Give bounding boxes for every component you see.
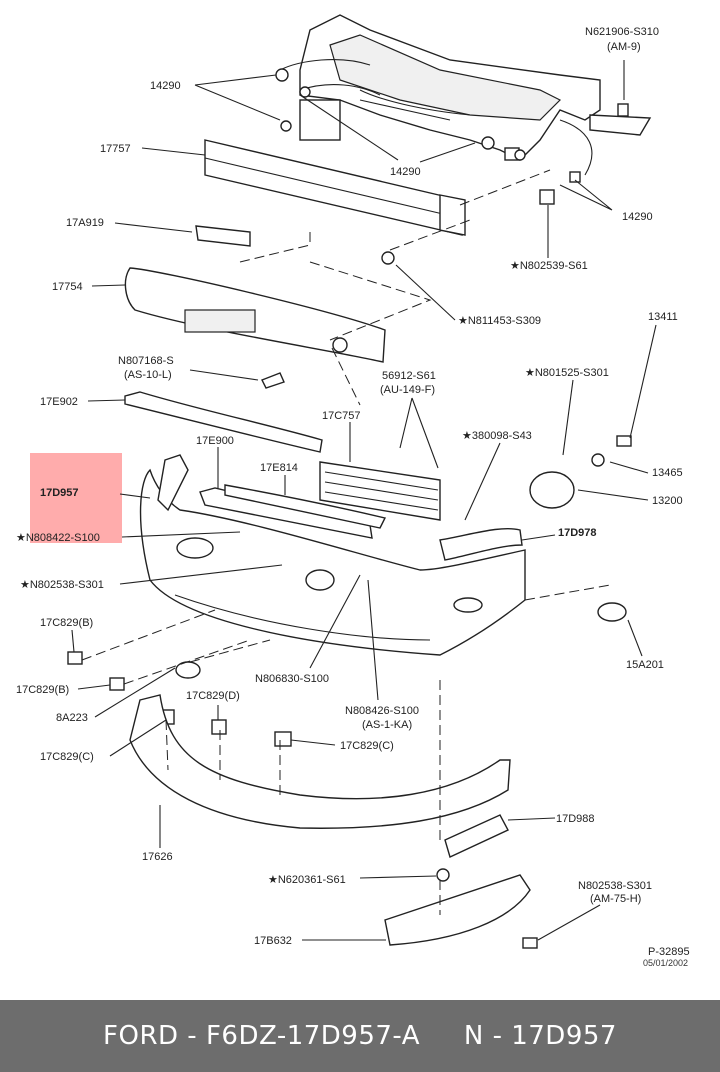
label-17757: 17757 (100, 143, 131, 155)
label-17e900: 17E900 (196, 435, 234, 447)
label-13200: 13200 (652, 495, 683, 507)
emblem-8a223 (175, 661, 201, 679)
bumper-cover (139, 454, 526, 656)
leader-lines (71, 60, 657, 941)
energy-absorber (124, 267, 386, 363)
label-n807168: N807168-S (118, 355, 174, 367)
bolt-n811453 (381, 251, 395, 265)
label-n802538: ★N802538-S301 (20, 579, 104, 591)
bracket-17e900 (199, 487, 373, 539)
label-n808422: ★N808422-S100 (16, 532, 100, 544)
label-n811453: ★N811453-S309 (458, 315, 541, 327)
label-as1ka: (AS-1-KA) (362, 719, 412, 731)
radiator-support (275, 14, 652, 205)
label-17c757: 17C757 (322, 410, 361, 422)
label-17c829d: 17C829(D) (186, 690, 240, 702)
label-am9: (AM-9) (607, 41, 641, 53)
bolt-n620361 (436, 868, 450, 882)
label-14290-c: 14290 (622, 211, 653, 223)
bracket-17a919 (195, 225, 251, 247)
label-am75h: (AM-75-H) (590, 893, 641, 905)
highlight-box (30, 453, 122, 543)
label-pdate: 05/01/2002 (643, 958, 688, 968)
label-17d957: 17D957 (40, 487, 79, 499)
label-n808426: N808426-S100 (345, 705, 419, 717)
label-17c829b-2: 17C829(B) (16, 684, 69, 696)
label-au149f: (AU-149-F) (380, 384, 435, 396)
bumper-reinforcement (204, 139, 466, 236)
sensor-15a201 (597, 602, 627, 622)
label-17754: 17754 (52, 281, 83, 293)
skid-17b632 (384, 874, 531, 946)
label-17a919: 17A919 (66, 217, 104, 229)
label-17626: 17626 (142, 851, 173, 863)
label-n801525: ★N801525-S301 (525, 367, 609, 379)
bolt-n807168 (261, 372, 285, 389)
label-as10l: (AS-10-L) (124, 369, 172, 381)
label-n620361: ★N620361-S61 (268, 874, 346, 886)
clip-c829c2 (274, 731, 292, 747)
label-13465: 13465 (652, 467, 683, 479)
label-n380098: ★380098-S43 (462, 430, 532, 442)
clip-c829b2 (109, 677, 125, 691)
label-17c829c-2: 17C829(C) (340, 740, 394, 752)
label-17d978: 17D978 (558, 527, 597, 539)
label-13411: 13411 (648, 311, 678, 323)
part-number-text: FORD - F6DZ-17D957-A N - 17D957 (103, 1021, 617, 1051)
label-8a223: 8A223 (56, 712, 88, 724)
label-n806830: N806830-S100 (255, 673, 329, 685)
label-n621906: N621906-S310 (585, 26, 659, 38)
bracket-17e814 (224, 484, 387, 529)
bracket-17d978 (439, 527, 523, 561)
label-14290-b: 14290 (390, 166, 421, 178)
label-56912: 56912-S61 (382, 370, 436, 382)
label-17e902: 17E902 (40, 396, 78, 408)
label-17b632: 17B632 (254, 935, 292, 947)
clip-c829d (211, 719, 227, 735)
bulb-13465 (591, 453, 605, 467)
label-17c829c-1: 17C829(C) (40, 751, 94, 763)
clip-n802538b (522, 937, 538, 949)
label-14290-a: 14290 (150, 80, 181, 92)
valance-17626 (129, 694, 511, 829)
label-pcode: P-32895 (648, 946, 690, 958)
label-17c829b-1: 17C829(B) (40, 617, 93, 629)
fog-lamp (529, 471, 575, 509)
footer-bar: FORD - F6DZ-17D957-A N - 17D957 (0, 1000, 720, 1072)
socket-13411 (616, 435, 632, 447)
strip-17d988 (444, 814, 509, 858)
label-17d988: 17D988 (556, 813, 595, 825)
label-n802538b: N802538-S301 (578, 880, 652, 892)
label-n802539: ★N802539-S61 (510, 260, 588, 272)
strip-17e902 (124, 391, 323, 453)
clip-c829b1 (67, 651, 83, 665)
parts-diagram: 14290 14290 14290 N621906-S310 (AM-9) 17… (16, 14, 690, 968)
label-15a201: 15A201 (626, 659, 664, 671)
label-17e814: 17E814 (260, 462, 298, 474)
